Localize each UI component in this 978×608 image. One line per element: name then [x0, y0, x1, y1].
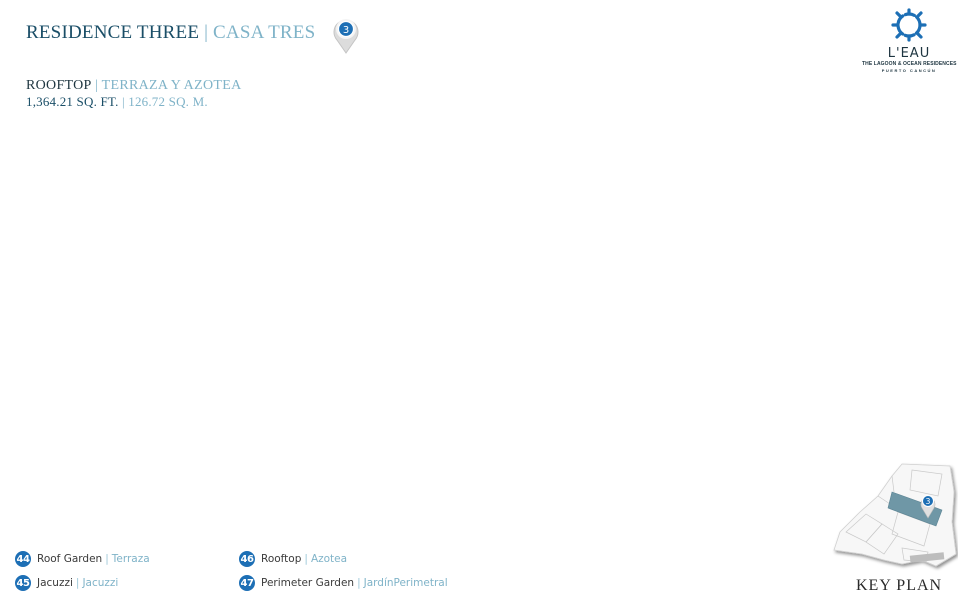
legend-column-1: 44 Roof Garden | Terraza 45 Jacuzzi | Ja…	[15, 551, 150, 599]
area-name-en: ROOFTOP	[26, 78, 92, 93]
pin-number: 3	[343, 25, 349, 36]
title-es: CASA TRES	[213, 22, 316, 43]
legend-label-en: Rooftop	[261, 553, 302, 565]
legend-label-en: Jacuzzi	[37, 577, 73, 589]
legend-separator: |	[75, 577, 80, 589]
title-en: RESIDENCE THREE	[26, 22, 200, 43]
legend-label-en: Roof Garden	[37, 553, 103, 565]
brand-logo: L'EAU THE LAGOON & OCEAN RESIDENCES PUER…	[862, 8, 956, 80]
size-separator: |	[121, 94, 125, 109]
key-plan-label: KEY PLAN	[856, 577, 943, 594]
legend-number-badge: 47	[239, 575, 255, 591]
legend-separator: |	[304, 553, 308, 565]
legend-label-es: Azotea	[310, 553, 348, 565]
coral-wreath-icon	[891, 8, 927, 42]
brand-location: PUERTO CANCÚN	[881, 68, 937, 73]
area-sqm: 126.72 SQ. M.	[128, 94, 208, 109]
area-sqft: 1,364.21 SQ. FT.	[26, 94, 119, 109]
legend-column-2: 46 Rooftop | Azotea 47 Perimeter Garden …	[239, 551, 448, 599]
key-plan-map: 3	[833, 463, 957, 567]
legend-number-badge: 45	[15, 575, 31, 591]
legend-item: 46 Rooftop | Azotea	[239, 551, 448, 567]
legend-number-badge: 44	[15, 551, 31, 567]
legend-label-es: JardínPerimetral	[363, 577, 448, 589]
legend-separator: |	[105, 553, 109, 565]
legend-separator: |	[357, 577, 361, 589]
legend-number-badge: 46	[239, 551, 255, 567]
location-pin-icon: 3	[333, 19, 359, 54]
area-name: ROOFTOP | TERRAZA Y AZOTEA	[26, 78, 241, 94]
brand-name: L'EAU	[887, 46, 931, 61]
legend-label-es: Jacuzzi	[82, 577, 119, 589]
area-size: 1,364.21 SQ. FT. | 126.72 SQ. M.	[26, 94, 208, 110]
key-plan-pin-number: 3	[926, 497, 931, 506]
area-name-es: TERRAZA Y AZOTEA	[101, 78, 242, 93]
legend-item: 44 Roof Garden | Terraza	[15, 551, 150, 567]
legend-item: 45 Jacuzzi | Jacuzzi	[15, 575, 150, 591]
page-title: RESIDENCE THREE | CASA TRES	[26, 22, 315, 44]
legend-item: 47 Perimeter Garden | JardínPerimetral	[239, 575, 448, 591]
legend-label-en: Perimeter Garden	[261, 577, 355, 589]
legend-label-es: Terraza	[111, 553, 150, 565]
brand-tagline: THE LAGOON & OCEAN RESIDENCES	[862, 61, 957, 67]
title-separator: |	[204, 22, 209, 43]
area-separator: |	[94, 78, 99, 93]
